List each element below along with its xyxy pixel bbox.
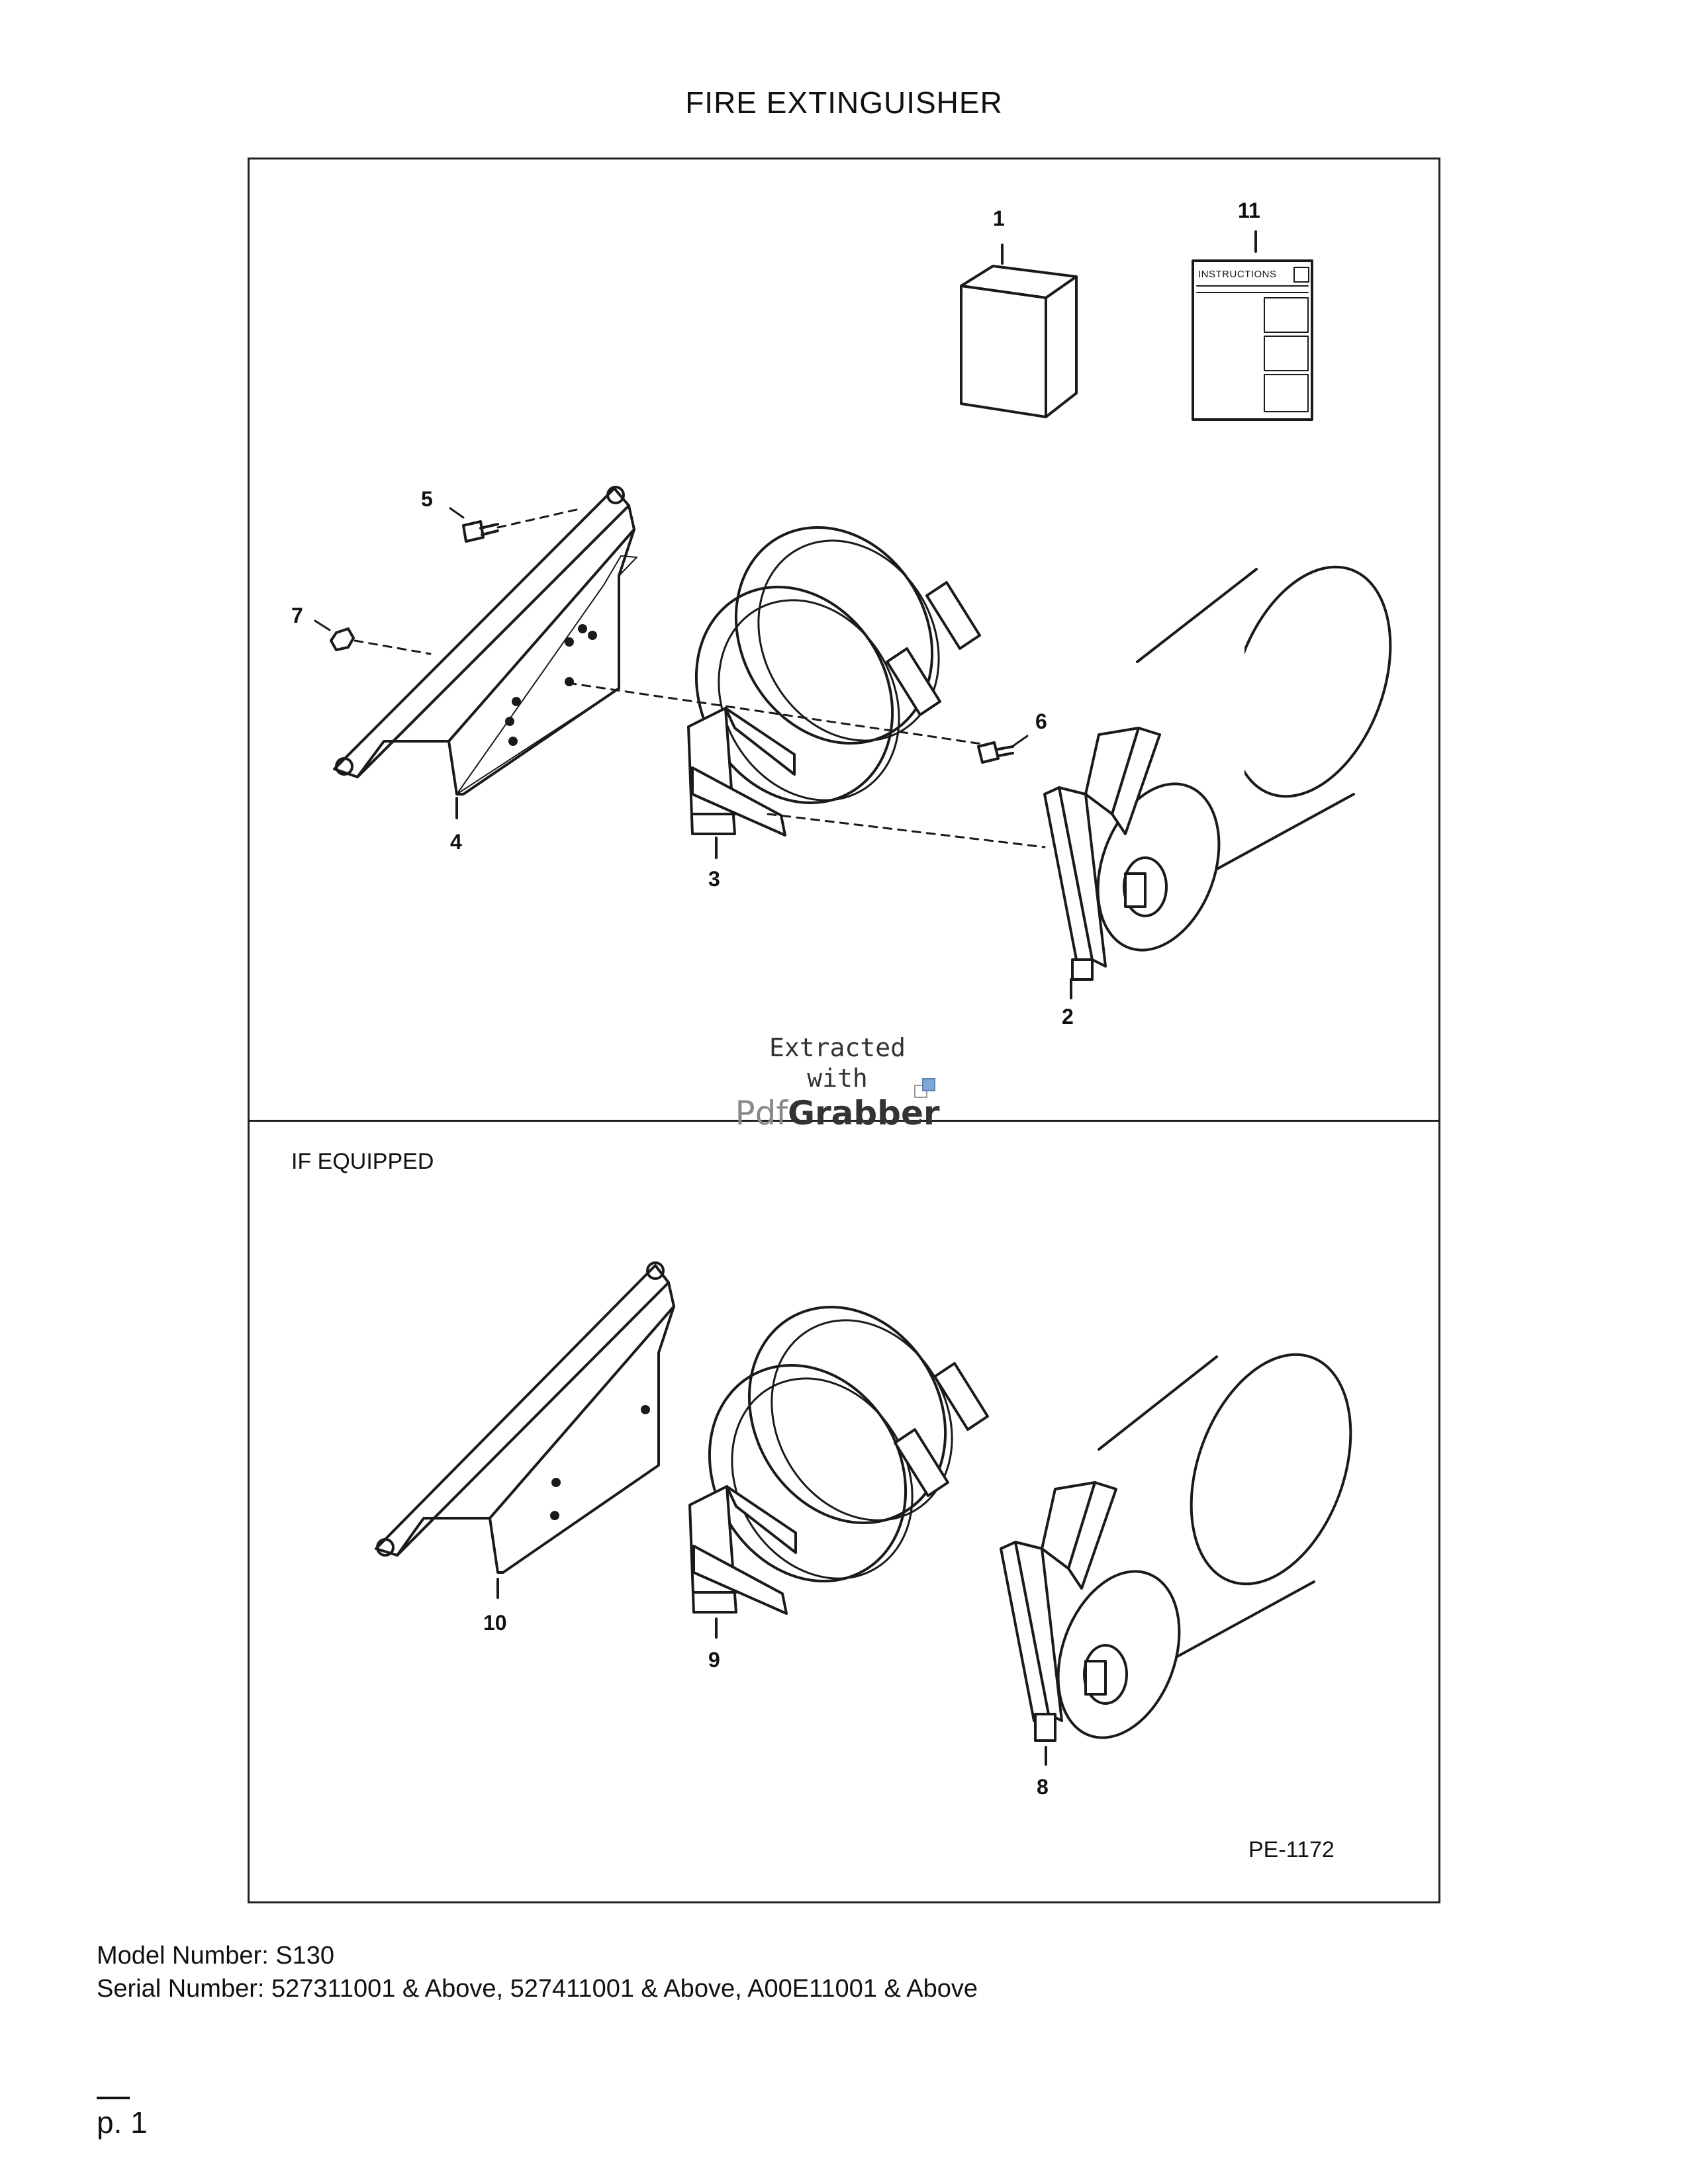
part-10-bracket <box>375 1261 675 1599</box>
section-label-if-equipped: IF EQUIPPED <box>291 1149 434 1174</box>
part-4-bracket <box>333 486 637 819</box>
part-2-extinguisher <box>1043 565 1392 999</box>
part-5-bolt <box>449 507 584 543</box>
callout-7: 7 <box>291 604 303 627</box>
callout-3: 3 <box>708 867 720 891</box>
watermark-brand-light: Pdf <box>735 1094 788 1132</box>
watermark: Extracted with PdfGrabber <box>728 1032 947 1133</box>
callout-9: 9 <box>708 1648 720 1672</box>
part-1-box <box>960 244 1078 418</box>
callout-2: 2 <box>1062 1005 1074 1028</box>
serial-number: Serial Number: 527311001 & Above, 527411… <box>97 1975 978 2003</box>
part-11-instruction-sheet <box>1192 230 1313 421</box>
instruction-sheet-heading: INSTRUCTIONS <box>1198 269 1277 280</box>
callout-11: 11 <box>1238 199 1260 222</box>
watermark-line-1: Extracted <box>769 1033 906 1062</box>
part-6-screw <box>767 735 1046 848</box>
page-title: FIRE EXTINGUISHER <box>685 85 1003 120</box>
callout-4: 4 <box>450 830 462 854</box>
figure-code: PE-1172 <box>1248 1837 1335 1862</box>
callout-1: 1 <box>993 206 1005 230</box>
watermark-line-2: with <box>807 1064 868 1093</box>
callout-5: 5 <box>421 487 433 511</box>
watermark-logo-icon <box>914 1078 935 1098</box>
callout-10: 10 <box>483 1611 507 1635</box>
part-7-nut <box>314 619 1001 748</box>
page-number: p. 1 <box>97 2105 148 2140</box>
page-number-rule <box>97 2097 130 2099</box>
part-3-clamp <box>687 525 981 859</box>
callout-8: 8 <box>1037 1775 1049 1799</box>
diagram-frame <box>248 158 1440 1903</box>
diagram-divider <box>248 1120 1440 1122</box>
model-number: Model Number: S130 <box>97 1942 335 1970</box>
part-9-clamp <box>688 1305 989 1639</box>
part-8-extinguisher <box>1000 1353 1352 1766</box>
callout-6: 6 <box>1035 709 1047 733</box>
watermark-brand-bold: Grabber <box>787 1094 940 1132</box>
watermark-brand: PdfGrabber <box>728 1093 947 1133</box>
